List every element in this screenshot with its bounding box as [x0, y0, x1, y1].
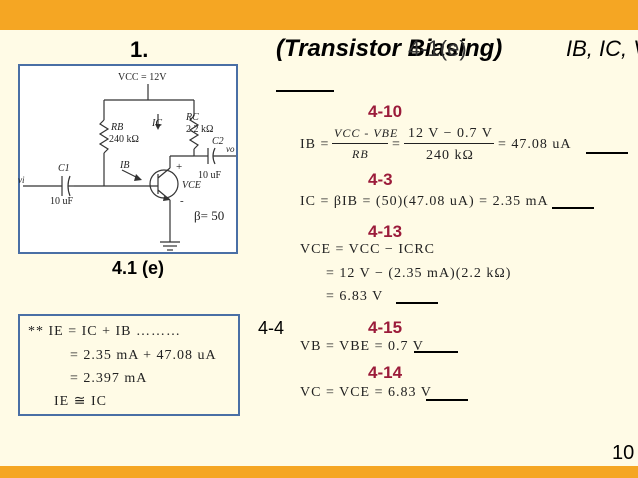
c1-label: C1	[58, 163, 70, 174]
c2-label: C2	[212, 136, 224, 147]
title-underline	[276, 90, 334, 92]
box-line-4: IE ≅ IC	[54, 394, 107, 409]
step-4-14: 4-14	[368, 363, 403, 382]
ib-result: = 47.08 uA	[498, 137, 572, 152]
figure-label: 4.1 (e)	[112, 258, 165, 278]
step-4-10: 4-10	[368, 102, 403, 121]
vcc-label: VCC = 12V	[118, 72, 167, 83]
c2-value: 10 uF	[198, 170, 222, 181]
c1-value: 10 uF	[50, 196, 74, 207]
step-4-13: 4-13	[368, 222, 403, 241]
vce-equation-2: = 12 V − (2.35 mA)(2.2 kΩ)	[326, 266, 512, 281]
box-line-1: ** IE = IC + IB ………	[28, 324, 182, 339]
vb-equation: VB = VBE = 0.7 V	[300, 339, 424, 354]
box-line-3: = 2.397 mA	[70, 371, 148, 386]
title-overlap-text: 4-1(e)	[408, 36, 467, 61]
rc-value: 2.2 kΩ	[186, 124, 213, 135]
vi-label: vi	[18, 175, 25, 185]
top-accent-bar	[0, 0, 638, 30]
ib-lhs: IB =	[300, 137, 330, 152]
step-4-15: 4-15	[368, 318, 403, 337]
vce-plus: +	[176, 161, 182, 173]
beta-label: β= 50	[194, 208, 224, 223]
underline-vb	[414, 351, 458, 353]
underline-vc	[426, 399, 468, 401]
underline-ic	[552, 207, 594, 209]
vce-minus: -	[180, 195, 184, 207]
ic-equation: IC = βIB = (50)(47.08 uA) = 2.35 mA	[300, 194, 549, 209]
slide-title: (Transistor Biasing)	[276, 35, 503, 62]
ic-label: IC	[151, 118, 162, 129]
ib-denominator-2: 240 kΩ	[426, 148, 474, 163]
fraction-line-1	[332, 143, 388, 144]
page-number: 10	[612, 442, 635, 464]
ib-denominator-1: RB	[352, 147, 369, 161]
slide-number: 1.	[130, 37, 149, 62]
ib-label: IB	[119, 160, 129, 171]
vce-equation-1: VCE = VCC − ICRC	[300, 242, 435, 257]
fraction-line-2	[404, 143, 494, 144]
ib-equals: =	[392, 137, 401, 152]
title-variables: IB, IC, V	[566, 36, 638, 61]
rc-label: RC	[185, 112, 199, 123]
ib-numerator-1: VCC - VBE	[334, 126, 399, 140]
rb-label: RB	[110, 122, 123, 133]
vce-equation-3: = 6.83 V	[326, 289, 384, 304]
vc-equation: VC = VCE = 6.83 V	[300, 385, 432, 400]
underline-ib	[586, 152, 628, 154]
vce-label: VCE	[182, 180, 201, 191]
emitter-current-box: ** IE = IC + IB ……… = 2.35 mA + 47.08 uA…	[18, 314, 240, 416]
ib-numerator-2: 12 V − 0.7 V	[408, 126, 493, 141]
underline-vce	[396, 302, 438, 304]
equation-ref-4-4: 4-4	[258, 318, 285, 338]
vo-label: vo	[226, 144, 235, 154]
step-4-3: 4-3	[368, 170, 393, 189]
circuit-diagram: VCC = 12V RB 240 kΩ RC 2.2 kΩ IC IB C1 1…	[18, 64, 238, 254]
bottom-accent-bar	[0, 466, 638, 478]
box-line-2: = 2.35 mA + 47.08 uA	[70, 348, 217, 363]
rb-value: 240 kΩ	[109, 134, 139, 145]
